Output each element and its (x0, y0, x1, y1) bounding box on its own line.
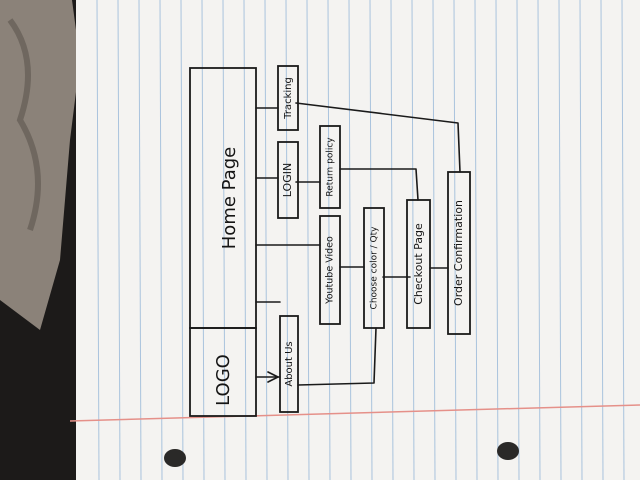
login-label: LOGIN (281, 163, 294, 197)
ruled-lines (96, 0, 625, 480)
about-label: About Us (284, 341, 295, 386)
edge-returnpolicy-checkout (339, 168, 419, 201)
about-box (279, 315, 299, 413)
returnpolicy-label: Return policy (326, 137, 336, 197)
fabric-fold (7, 18, 41, 231)
choose-label: Choose color / Qty (370, 226, 380, 310)
connectors (255, 102, 461, 386)
checkout-label: Checkout Page (412, 223, 425, 305)
logo-box (189, 327, 257, 417)
choose-box (363, 207, 385, 329)
logo-label: LOGO (213, 354, 234, 406)
punch-hole (497, 442, 519, 460)
order-confirmation-label: Order Confirmation (452, 200, 465, 306)
login-box (277, 141, 299, 219)
punch-hole (164, 449, 186, 467)
tracking-box (277, 65, 299, 131)
returnpolicy-box (319, 125, 341, 209)
arrowhead (267, 371, 279, 383)
tracking-label: Tracking (283, 77, 294, 120)
video-label: Youtube Video (325, 236, 336, 305)
video-box (319, 215, 341, 325)
order-confirmation-box (447, 171, 471, 335)
notebook-page (76, 0, 640, 480)
fabric-background (0, 0, 80, 330)
checkout-box (406, 199, 431, 329)
margin-line (69, 404, 640, 422)
edge-about-choose (297, 327, 377, 386)
edge-tracking-order (295, 102, 461, 173)
home-page-label: Home Page (219, 147, 240, 249)
